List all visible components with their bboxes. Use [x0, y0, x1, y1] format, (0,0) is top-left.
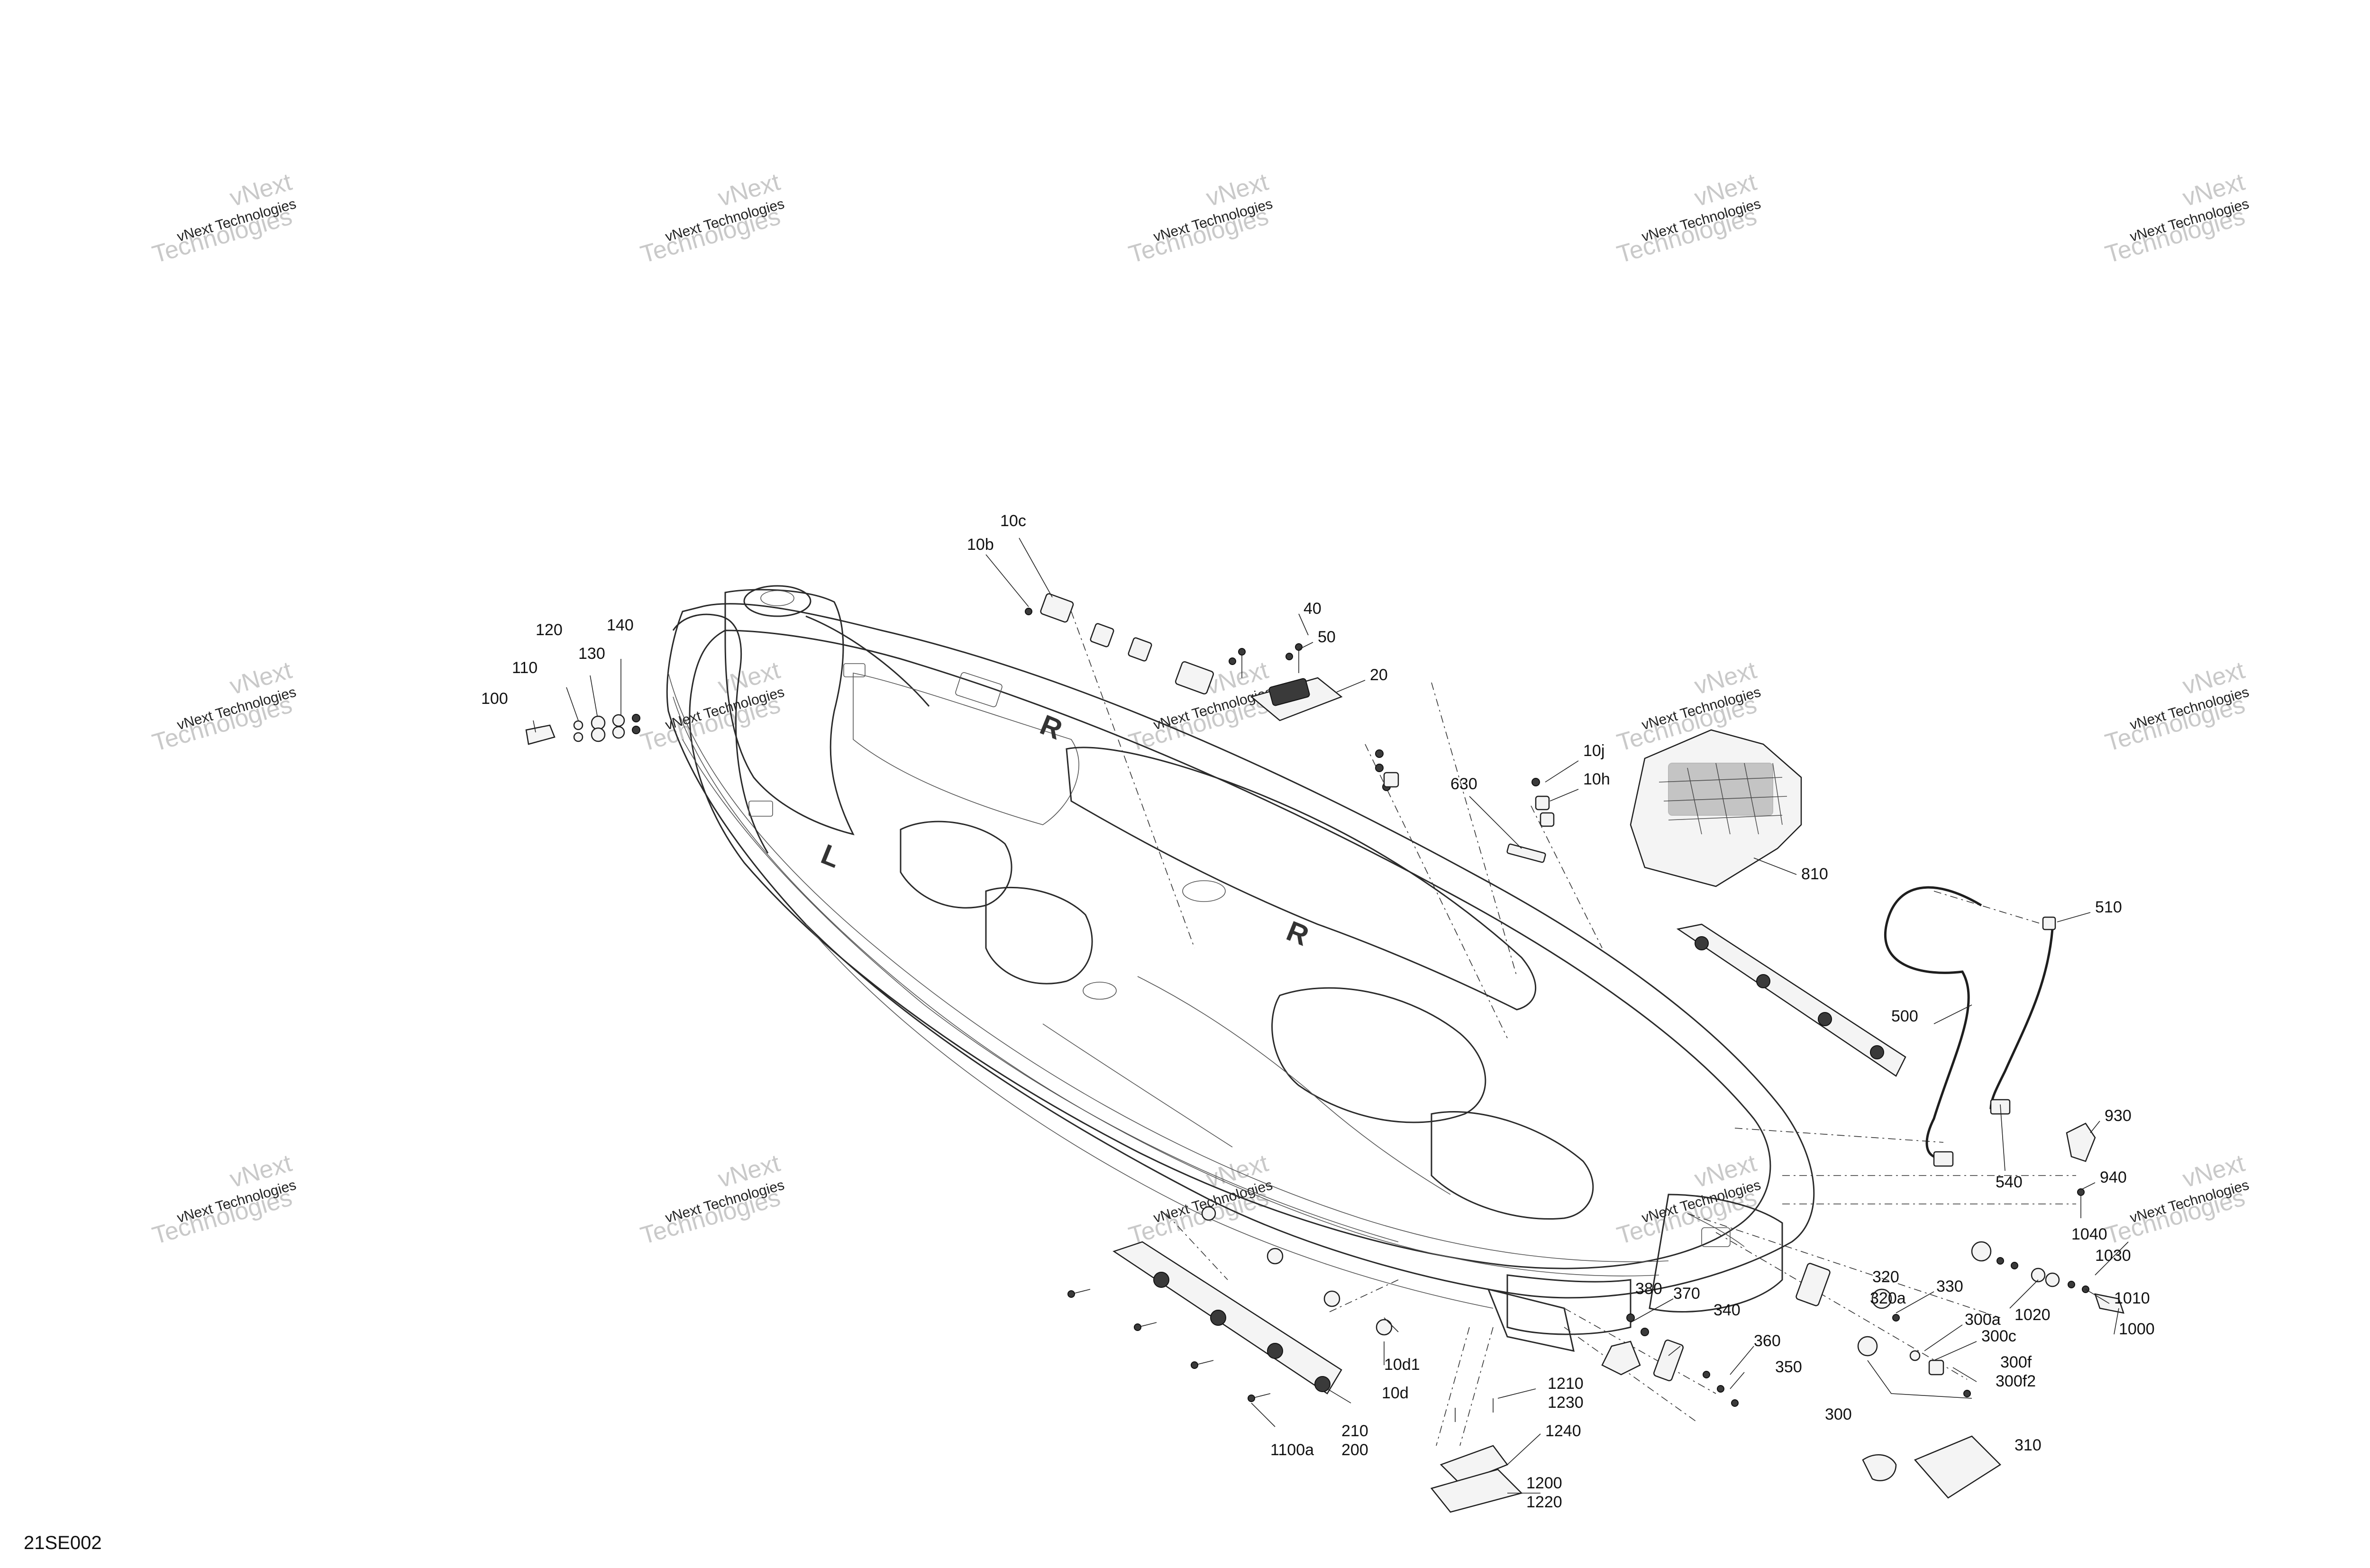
- callout-label: 300c: [1981, 1327, 2016, 1345]
- hull-marking-left: L: [817, 838, 845, 874]
- callout-label: 120: [536, 621, 563, 639]
- callout-label: 20: [1370, 666, 1388, 684]
- callout-label: 300: [1825, 1405, 1852, 1423]
- callout-label: 930: [2105, 1107, 2132, 1125]
- callout-label: 10d: [1382, 1384, 1409, 1402]
- callout-label: 200: [1341, 1441, 1368, 1459]
- callout-label: 140: [607, 616, 634, 634]
- callout-label: 130: [578, 645, 605, 663]
- callout-label: 10b: [967, 536, 994, 554]
- callout-label: 210: [1341, 1422, 1368, 1440]
- callout-label: 40: [1304, 600, 1322, 618]
- callout-label: 540: [1996, 1173, 2023, 1191]
- callout-label: 340: [1714, 1301, 1741, 1319]
- callout-label: 10d1: [1384, 1356, 1420, 1374]
- callout-label: 300f2: [1996, 1372, 2036, 1390]
- hull-marking-right-fore: R: [1036, 709, 1066, 746]
- callout-label: 100: [481, 690, 508, 708]
- callout-label: 10c: [1000, 512, 1026, 530]
- callout-label: 300f: [2000, 1353, 2032, 1371]
- callout-label: 330: [1936, 1277, 1963, 1295]
- callout-label: 940: [2100, 1168, 2127, 1186]
- callout-label: 1040: [2071, 1225, 2107, 1243]
- diagram-id: 21SE002: [24, 1532, 102, 1553]
- callout-label: 360: [1754, 1332, 1781, 1350]
- callout-label: 300a: [1965, 1311, 2001, 1329]
- callout-label: 320: [1872, 1268, 1899, 1286]
- explosion-lines: [1071, 611, 2076, 1446]
- callout-label: 630: [1450, 775, 1477, 793]
- callout-label: 1010: [2114, 1289, 2150, 1307]
- callout-label: 320a: [1870, 1289, 1906, 1307]
- callout-label: 50: [1318, 628, 1336, 646]
- callout-label: 1240: [1545, 1422, 1581, 1440]
- callout-label: 10h: [1583, 770, 1610, 788]
- callout-label: 1230: [1548, 1394, 1584, 1412]
- callout-label: 1030: [2095, 1247, 2131, 1265]
- hull-body: [666, 585, 1815, 1352]
- callout-label: 1200: [1526, 1474, 1562, 1492]
- callout-label: 380: [1635, 1280, 1662, 1298]
- callout-label: 1100a: [1270, 1441, 1314, 1459]
- callout-label: 1210: [1548, 1375, 1584, 1393]
- callout-label: 1000: [2119, 1320, 2155, 1338]
- callout-label: 350: [1775, 1358, 1802, 1376]
- callout-label: 510: [2095, 898, 2122, 916]
- callout-leaders: [533, 538, 2129, 1494]
- callout-label: 1020: [2014, 1306, 2051, 1324]
- hull-marking-right-mid: R: [1282, 915, 1313, 952]
- callout-label: 310: [2014, 1436, 2042, 1454]
- callout-label: 1220: [1526, 1493, 1562, 1511]
- callout-label: 370: [1673, 1285, 1700, 1303]
- callout-label: 10j: [1583, 742, 1604, 760]
- callout-label: 110: [512, 659, 538, 677]
- callout-label: 500: [1891, 1007, 1918, 1025]
- callout-label: 810: [1801, 865, 1828, 883]
- parts-layer: [525, 593, 2124, 1513]
